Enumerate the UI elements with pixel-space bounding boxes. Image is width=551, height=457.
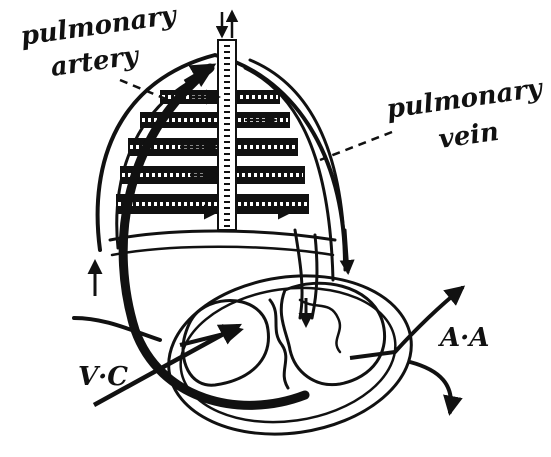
pulmonary-artery-label-line1: pulmonary — [19, 0, 180, 52]
heart — [158, 261, 421, 449]
central-airway — [218, 12, 236, 230]
pulmonary-vein-label-line2: vein — [437, 117, 501, 155]
pulmonary-vein-label-line1: pulmonary — [385, 73, 546, 125]
pulmonary-artery-label-line2: artery — [49, 41, 142, 83]
aorta-label: A·A — [437, 323, 489, 353]
vena-cava-label: V·C — [78, 362, 128, 392]
